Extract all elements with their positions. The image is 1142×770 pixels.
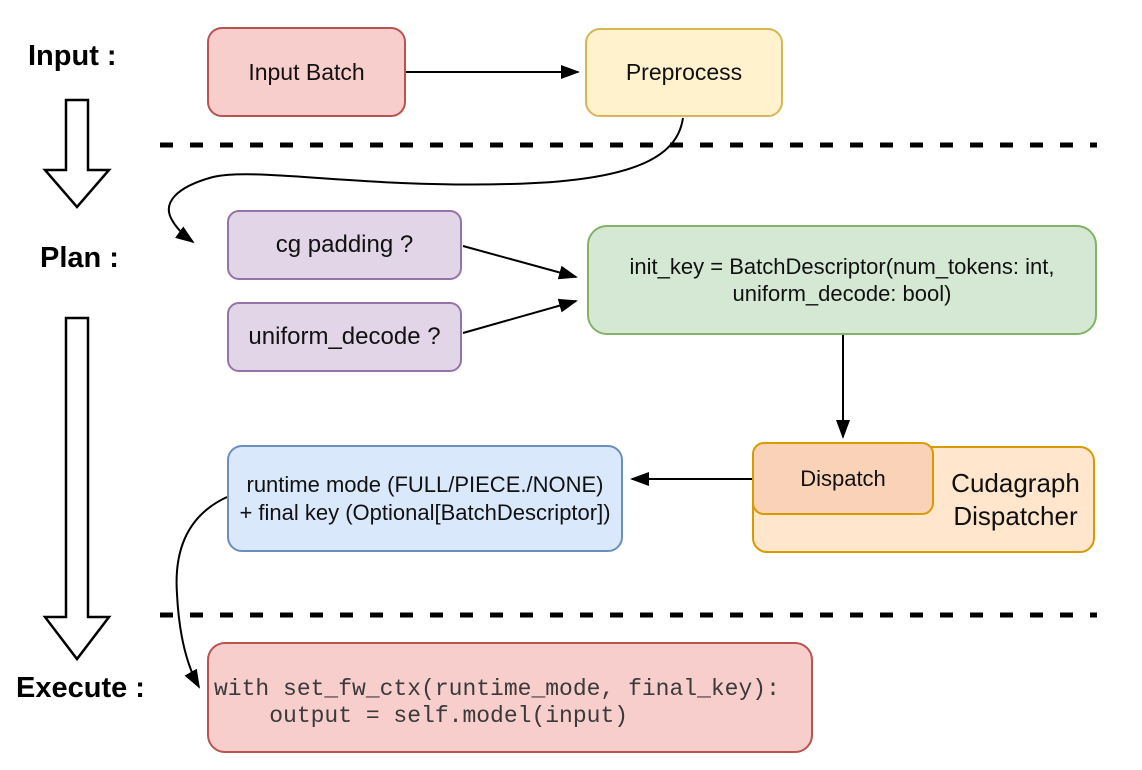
- node-input-batch: Input Batch: [207, 27, 406, 117]
- execute-code-line1: with set_fw_ctx(runtime_mode, final_key)…: [214, 675, 780, 702]
- node-runtime-mode: runtime mode (FULL/PIECE./NONE) + final …: [227, 445, 623, 552]
- stage-label-execute: Execute :: [16, 672, 145, 704]
- node-cg-padding: cg padding ?: [227, 210, 462, 280]
- cudagraph-dispatcher-label: Cudagraph Dispatcher: [934, 448, 1097, 551]
- cudagraph-dispatcher-line1: Cudagraph: [951, 468, 1080, 498]
- node-preprocess: Preprocess: [585, 28, 783, 117]
- node-runtime-mode-line2: + final key (Optional[BatchDescriptor]): [239, 499, 611, 525]
- stage-label-input: Input :: [28, 40, 117, 72]
- cudagraph-dispatcher-line2: Dispatcher: [953, 500, 1078, 531]
- node-runtime-mode-line1: runtime mode (FULL/PIECE./NONE): [246, 472, 604, 497]
- arrow-uniform-decode-to-init-key: [462, 298, 578, 334]
- node-uniform-decode-label: uniform_decode ?: [248, 323, 441, 350]
- node-dispatch: Dispatch: [752, 442, 934, 515]
- node-dispatch-label: Dispatch: [800, 465, 886, 491]
- node-init-key-line2: uniform_decode: bool): [732, 281, 952, 306]
- node-execute-code: with set_fw_ctx(runtime_mode, final_key)…: [207, 642, 813, 753]
- node-init-key: init_key = BatchDescriptor(num_tokens: i…: [587, 225, 1097, 335]
- node-input-batch-label: Input Batch: [248, 58, 365, 85]
- node-preprocess-label: Preprocess: [625, 59, 743, 86]
- stage-arrow-plan-to-execute: [42, 316, 112, 662]
- stage-label-plan: Plan :: [40, 242, 119, 274]
- arrow-cg-padding-to-init-key: [462, 245, 578, 280]
- node-cg-padding-label: cg padding ?: [275, 231, 414, 258]
- node-uniform-decode: uniform_decode ?: [227, 302, 462, 372]
- node-init-key-line1: init_key = BatchDescriptor(num_tokens: i…: [629, 253, 1055, 279]
- arrow-runtime-mode-to-execute-code: [175, 496, 228, 689]
- arrow-preprocess-to-cg-padding: [167, 117, 684, 244]
- stage-arrow-input-to-plan: [42, 98, 112, 209]
- execute-code-line2: output = self.model(input): [214, 702, 629, 729]
